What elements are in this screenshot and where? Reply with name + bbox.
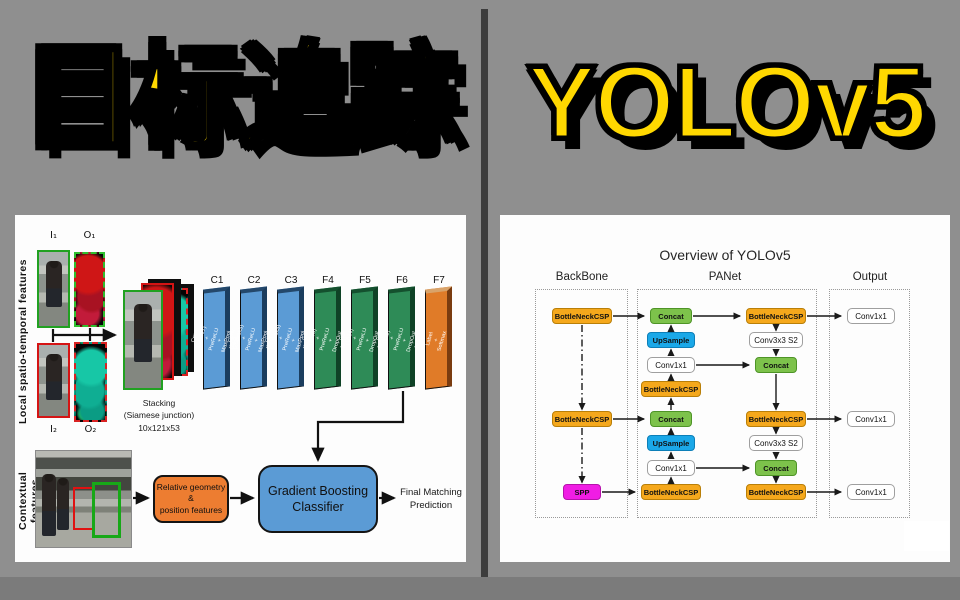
layer-label-c1: C1 <box>210 275 224 286</box>
input-image-i2 <box>37 343 70 418</box>
panet-upsample-1: UpSample <box>647 332 695 348</box>
panet-bottleneckcsp-3: BottleNeckCSP <box>746 308 806 324</box>
output-conv1x1-2: Conv1x1 <box>847 411 895 427</box>
yolov5-diagram-panel: Overview of YOLOv5 BackBone PANet Output… <box>500 215 950 562</box>
panet-conv1x1-1: Conv1x1 <box>647 357 695 373</box>
f6-to-classifier-line <box>311 391 405 462</box>
column-header-output: Output <box>852 271 888 283</box>
final-matching-prediction-label: Final Matching Prediction <box>400 487 462 511</box>
stacking-caption: Stacking (Siamese junction) 10x121x53 <box>123 398 195 433</box>
panet-bottleneckcsp-5: BottleNeckCSP <box>746 484 806 500</box>
panet-upsample-2: UpSample <box>647 435 695 451</box>
backbone-group-box <box>535 289 628 518</box>
output-conv1x1-1: Conv1x1 <box>847 308 895 324</box>
watermark-patch <box>904 521 949 551</box>
backbone-spp: SPP <box>563 484 601 500</box>
gradient-boosting-classifier-box: Gradient Boosting Classifier <box>258 465 378 533</box>
layer-label-f5: F5 <box>359 275 371 286</box>
right-connector-arrows <box>578 312 843 496</box>
input-heatmap-o2 <box>74 342 107 422</box>
backbone-bottleneckcsp-1: BottleNeckCSP <box>552 308 612 324</box>
relative-geometry-box: Relative geometry & position features <box>153 475 229 523</box>
bottom-gray-band <box>0 577 960 600</box>
pedestrian-figure <box>45 353 62 400</box>
panet-conv3x3-2: Conv3x3 S2 <box>749 435 803 451</box>
input-image-i1 <box>37 250 70 328</box>
panet-conv3x3-1: Conv3x3 S2 <box>749 332 803 348</box>
right-headline: YOLOv5 <box>524 43 929 163</box>
green-bounding-box <box>92 482 121 538</box>
left-connector-arrows <box>51 328 405 505</box>
stacked-frame-front <box>123 290 163 390</box>
panet-concat-1: Concat <box>650 308 692 324</box>
column-header-backbone: BackBone <box>555 271 609 283</box>
left-headline: 目标追踪 <box>20 33 463 164</box>
panet-bottleneckcsp-4: BottleNeckCSP <box>746 411 806 427</box>
tracking-diagram-panel: Local spatio-temporal features Contextua… <box>15 215 466 562</box>
panet-conv1x1-2: Conv1x1 <box>647 460 695 476</box>
layer-label-f4: F4 <box>322 275 334 286</box>
layer-label-c2: C2 <box>247 275 261 286</box>
pedestrian-figure <box>56 477 69 530</box>
backbone-bottleneckcsp-2: BottleNeckCSP <box>552 411 612 427</box>
output-group-box <box>829 289 910 518</box>
pedestrian-figure <box>45 260 62 307</box>
siamese-junction-lines <box>51 328 117 342</box>
pedestrian-figure <box>134 303 152 362</box>
input-i2-label: I₂ <box>50 424 57 435</box>
vertical-divider <box>481 9 488 597</box>
input-o1-label: O₁ <box>83 230 96 241</box>
panet-concat-3: Concat <box>755 357 797 373</box>
solid-arrows <box>602 312 843 496</box>
input-heatmap-o1 <box>74 252 105 327</box>
panet-concat-2: Concat <box>650 411 692 427</box>
input-o2-label: O₂ <box>84 424 97 435</box>
panet-group-box <box>637 289 817 518</box>
diagram-title: Overview of YOLOv5 <box>659 247 791 263</box>
layer-label-c3: C3 <box>284 275 298 286</box>
input-i1-label: I₁ <box>50 230 57 241</box>
layer-label-f6: F6 <box>396 275 408 286</box>
panet-concat-4: Concat <box>755 460 797 476</box>
panet-bottleneckcsp-2: BottleNeckCSP <box>641 484 701 500</box>
layer-label-f7: F7 <box>433 275 445 286</box>
panet-bottleneckcsp-1: BottleNeckCSP <box>641 381 701 397</box>
output-conv1x1-3: Conv1x1 <box>847 484 895 500</box>
pedestrian-figure <box>42 474 57 537</box>
contextual-scene-image <box>35 450 132 548</box>
column-header-panet: PANet <box>708 271 742 283</box>
